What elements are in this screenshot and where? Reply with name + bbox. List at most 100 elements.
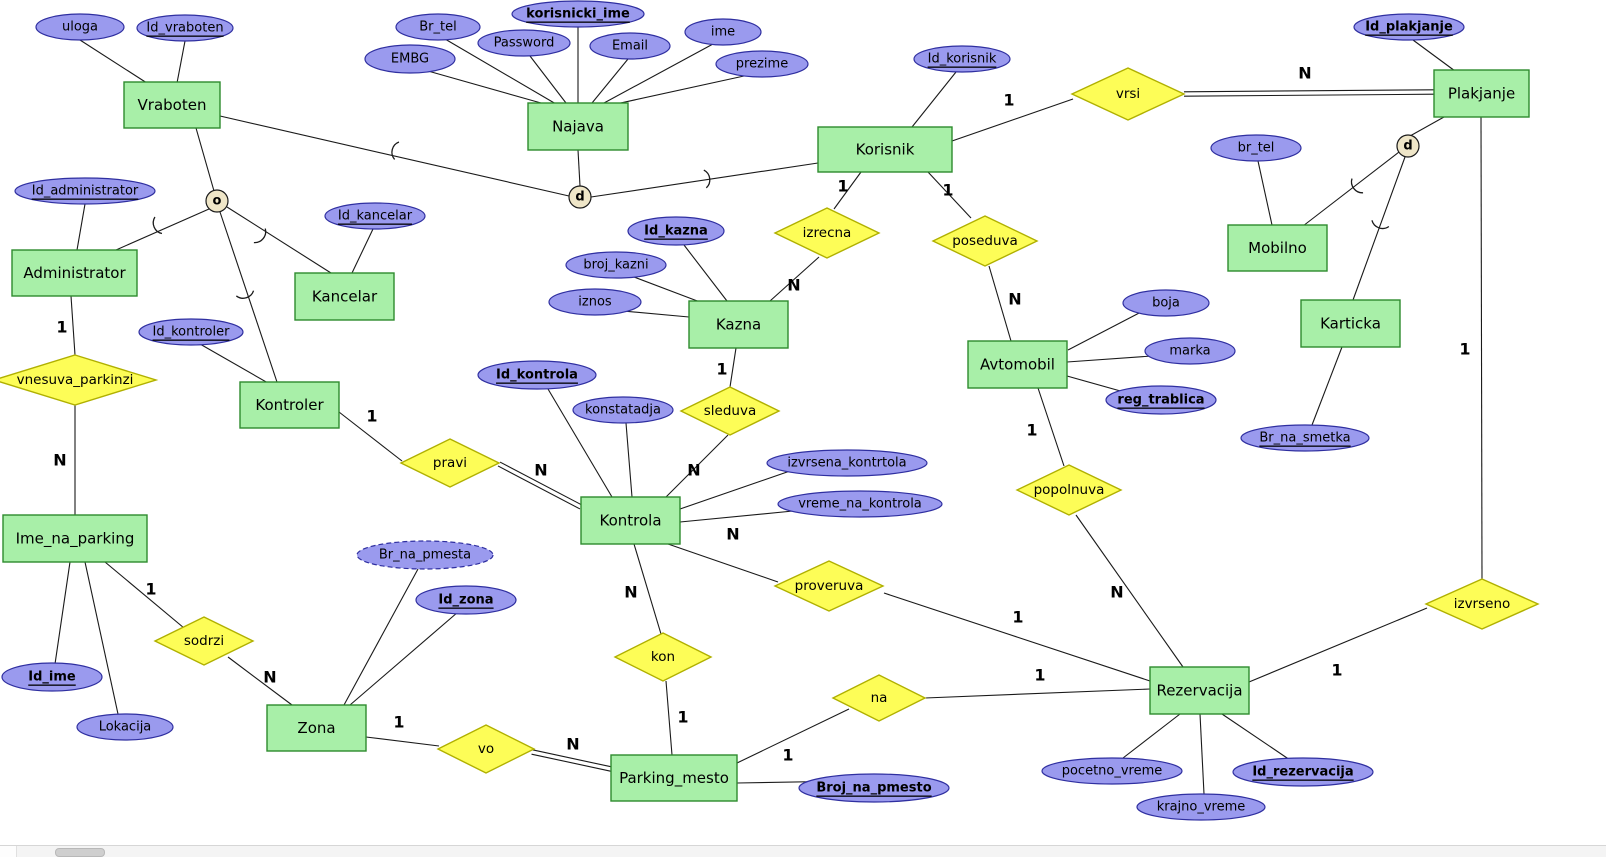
entity-box — [294, 272, 395, 321]
attribute-ellipse — [138, 318, 244, 346]
entity-box — [1227, 224, 1328, 272]
specialization-circle-o[interactable]: o — [205, 189, 229, 213]
attribute-id-zona[interactable]: Id_zona — [415, 585, 517, 615]
entity-avtomobil[interactable]: Avtomobil — [967, 340, 1068, 389]
entity-karticka[interactable]: Karticka — [1300, 299, 1401, 348]
specialization-circle-d-plakjanje[interactable]: d — [1396, 134, 1420, 158]
edge-line — [679, 510, 794, 523]
relationship-label: sleduva — [704, 403, 756, 419]
attribute-label: Lokacija — [99, 720, 152, 735]
edge-double-line — [1184, 93, 1435, 97]
attribute-id-kancelar[interactable]: Id_kancelar — [324, 202, 426, 230]
edge-line — [115, 208, 210, 251]
cardinality-label: N — [624, 583, 637, 602]
cardinality-label: N — [1008, 290, 1021, 309]
attribute-br-na-smetka[interactable]: Br_na_smetka — [1240, 424, 1370, 452]
scrollbar-thumb[interactable] — [55, 848, 105, 857]
attribute-label: Id_korisnik — [928, 52, 997, 67]
specialization-circle-d-najava[interactable]: d — [568, 185, 592, 209]
attribute-embg[interactable]: EMBG — [364, 44, 456, 74]
attribute-br-tel-najava[interactable]: Br_tel — [395, 13, 481, 41]
attribute-broj-kazni[interactable]: broj_kazni — [565, 251, 667, 279]
attribute-vreme-na-kontrola[interactable]: vreme_na_kontrola — [777, 490, 943, 518]
entity-ime-na-parking[interactable]: Ime_na_parking — [2, 514, 148, 563]
attribute-label: Br_na_smetka — [1259, 431, 1350, 446]
attribute-ellipse — [1210, 134, 1302, 162]
relationship-diamond — [1015, 464, 1123, 516]
relationship-kon[interactable]: kon — [613, 632, 713, 682]
attribute-ime[interactable]: ime — [684, 18, 762, 46]
attribute-password[interactable]: Password — [477, 29, 571, 57]
relationship-sleduva[interactable]: sleduva — [679, 386, 781, 436]
relationship-proveruva[interactable]: proveruva — [773, 560, 885, 612]
entity-zona[interactable]: Zona — [266, 704, 367, 752]
entity-kazna[interactable]: Kazna — [688, 300, 789, 349]
entity-korisnik[interactable]: Korisnik — [817, 126, 953, 173]
relationship-pravi[interactable]: pravi — [399, 438, 501, 488]
relationship-sodrzi[interactable]: sodrzi — [153, 616, 255, 666]
entity-administrator[interactable]: Administrator — [11, 249, 138, 297]
entity-rezervacija[interactable]: Rezervacija — [1149, 666, 1250, 715]
attribute-izvrsena-kontrtola[interactable]: izvrsena_kontrtola — [766, 449, 928, 477]
entity-plakjanje[interactable]: Plakjanje — [1433, 69, 1530, 118]
relationship-diamond — [1070, 67, 1186, 121]
entity-najava[interactable]: Najava — [527, 102, 629, 151]
attribute-id-rezervacija[interactable]: Id_rezervacija — [1232, 757, 1374, 787]
relationship-izrecna[interactable]: izrecna — [773, 207, 881, 259]
attribute-uloga[interactable]: uloga — [35, 13, 125, 41]
subset-arc-symbol — [703, 169, 711, 189]
attribute-email[interactable]: Email — [589, 32, 671, 60]
relationship-popolnuva[interactable]: popolnuva — [1015, 464, 1123, 516]
cardinality-label: 1 — [393, 713, 404, 732]
attribute-br-na-pmesta[interactable]: Br_na_pmesta — [356, 540, 494, 570]
attribute-br-tel-mobilno[interactable]: br_tel — [1210, 134, 1302, 162]
relationship-na[interactable]: na — [831, 674, 927, 722]
attribute-korisnicki-ime[interactable]: korisnicki_ime — [511, 0, 645, 28]
attribute-id-kontroler[interactable]: Id_kontroler — [138, 318, 244, 346]
relationship-vo[interactable]: vo — [436, 724, 536, 774]
attribute-label: uloga — [62, 20, 98, 35]
attribute-id-ime[interactable]: Id_ime — [1, 662, 103, 692]
attribute-boja[interactable]: boja — [1122, 289, 1210, 317]
attribute-marka[interactable]: marka — [1144, 337, 1236, 365]
attribute-reg-trablica[interactable]: reg_trablica — [1105, 385, 1217, 415]
subset-arc-symbol — [1350, 178, 1364, 194]
entity-vraboten[interactable]: Vraboten — [123, 81, 221, 129]
attribute-id-kontrola[interactable]: Id_kontrola — [477, 360, 597, 390]
relationship-poseduva[interactable]: poseduva — [931, 215, 1039, 267]
attribute-pocetno-vreme[interactable]: pocetno_vreme — [1041, 757, 1183, 785]
entity-kontroler[interactable]: Kontroler — [239, 381, 340, 429]
relationship-vrsi[interactable]: vrsi — [1070, 67, 1186, 121]
attribute-broj-na-pmesto[interactable]: Broj_na_pmesto — [798, 773, 950, 803]
edge-line — [833, 171, 862, 210]
attribute-label: Broj_na_pmesto — [816, 781, 931, 796]
edge-line — [769, 256, 820, 302]
edge-line — [1037, 387, 1065, 467]
attribute-prezime[interactable]: prezime — [715, 50, 809, 78]
entity-kancelar[interactable]: Kancelar — [294, 272, 395, 321]
edge-line — [590, 162, 819, 198]
attribute-id-administrator[interactable]: Id_administrator — [14, 177, 156, 205]
entity-parking-mesto[interactable]: Parking_mesto — [610, 754, 738, 802]
derived-attribute-ellipse — [356, 540, 494, 570]
attribute-konstatadja[interactable]: konstatadja — [572, 396, 674, 424]
attribute-iznos[interactable]: iznos — [548, 288, 642, 316]
attribute-id-vraboten[interactable]: Id_vraboten — [136, 14, 234, 42]
entity-mobilno[interactable]: Mobilno — [1227, 224, 1328, 272]
attribute-lokacija[interactable]: Lokacija — [76, 713, 174, 741]
relationship-label: kon — [651, 649, 675, 665]
specialization-letter: d — [1403, 139, 1412, 154]
attribute-krajno-vreme[interactable]: krajno_vreme — [1136, 793, 1266, 821]
attribute-id-korisnik[interactable]: Id_korisnik — [913, 45, 1011, 73]
attribute-ellipse — [1122, 289, 1210, 317]
entity-kontrola[interactable]: Kontrola — [580, 496, 681, 545]
horizontal-scrollbar[interactable] — [0, 845, 1606, 857]
cardinality-label: N — [1110, 583, 1123, 602]
edge-line — [603, 43, 714, 104]
entity-label: Karticka — [1320, 315, 1381, 333]
relationship-izvrseno[interactable]: izvrseno — [1424, 578, 1540, 630]
attribute-id-kazna[interactable]: Id_kazna — [627, 216, 725, 246]
relationship-diamond — [931, 215, 1039, 267]
relationship-vnesuva-parkinzi[interactable]: vnesuva_parkinzi — [0, 354, 159, 406]
attribute-id-plakjanje[interactable]: Id_plakjanje — [1353, 13, 1465, 41]
